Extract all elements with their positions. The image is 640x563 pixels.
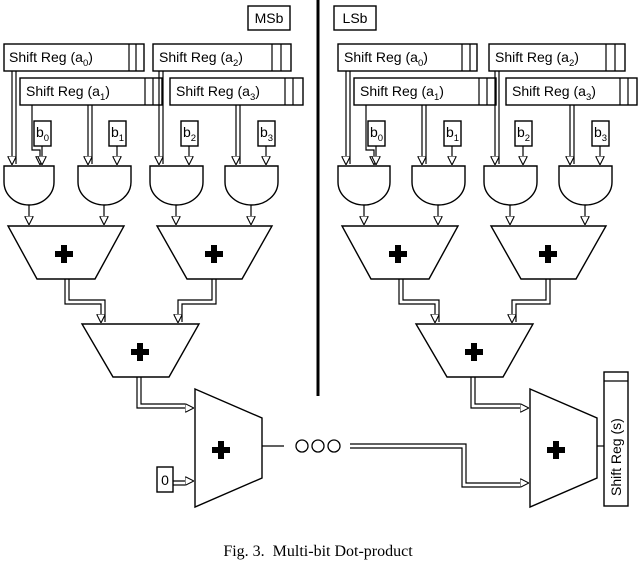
svg-text:b3: b3 [260,124,273,144]
lsb-shift-reg-a2: Shift Reg (a2) [488,43,626,72]
lsb-b2-input: b2 [514,120,533,147]
msb-and-gate-0 [3,165,55,206]
svg-text:b0: b0 [370,124,383,144]
msb-and-gate-2 [149,165,204,206]
msb-b0-input: b0 [33,120,52,147]
zero-input-box [156,466,174,493]
msb-b1-input: b1 [108,120,127,147]
svg-text:b1: b1 [446,124,459,144]
msb-shift-reg-a1: Shift Reg (a1) [19,77,163,106]
output-shift-reg-label: Shift Reg (s) [608,418,624,496]
lsb-and-gate-0 [337,165,391,206]
msb-shift-reg-a3: Shift Reg (a3) [169,77,304,106]
msb-accumulator-plus-icon [212,441,230,459]
zero-input-label: 0 [161,472,169,488]
lsb-shift-reg-a0-label: Shift Reg (a0) [344,49,428,69]
msb-input-wires [12,71,266,164]
lsb-adder-left-plus-icon [389,245,407,263]
msb-b2-input: b2 [180,120,199,147]
ellipsis-dot-1 [295,439,309,453]
lsb-to-accumulator-wires [470,377,604,447]
svg-text:b2: b2 [517,124,530,144]
lsb-shift-reg-a2-label: Shift Reg (a2) [495,49,579,69]
lsb-adder-level2-plus-icon [465,343,483,361]
lsb-shift-reg-a1-label: Shift Reg (a1) [360,83,444,103]
lsb-b1-input: b1 [443,120,462,147]
msb-shift-reg-a2-label: Shift Reg (a2) [159,49,243,69]
msb-adder-left-plus-icon [55,245,73,263]
msb-shift-reg-a0-label: Shift Reg (a0) [9,49,93,69]
output-shift-reg: Shift Reg (s) [603,371,629,507]
lsb-b0-input: b0 [367,120,386,147]
lsb-adder-right-plus-icon [539,245,557,263]
msb-adder-level2-plus-icon [131,343,149,361]
msb-shift-reg-a2: Shift Reg (a2) [152,43,292,72]
lsb-shift-reg-a1: Shift Reg (a1) [353,77,497,106]
svg-text:b1: b1 [111,124,124,144]
svg-text:b2: b2 [183,124,196,144]
lsb-tag: LSb [343,10,368,26]
lsb-b3-input: b3 [591,120,610,147]
msb-adder-tree-wires [64,279,217,322]
msb-shift-reg-a1-label: Shift Reg (a1) [26,83,110,103]
msb-adder-right-plus-icon [205,245,223,263]
lsb-tag-box [333,5,377,31]
lsb-and-gate-2 [483,165,538,206]
lsb-shift-reg-a3: Shift Reg (a3) [505,77,638,106]
msb-shift-reg-a0: Shift Reg (a0) [3,43,145,72]
msb-and-to-adder-wires [29,205,251,224]
msb-and-gate-1 [77,165,132,206]
msb-tag: MSb [255,10,284,26]
ellipsis-dot-2 [311,439,325,453]
lsb-and-to-adder-wires [364,205,585,224]
lsb-shift-reg-a3-label: Shift Reg (a3) [512,83,596,103]
lsb-accumulator-plus-icon [547,441,565,459]
lsb-and-gate-3 [558,165,613,206]
chain-wire-right [350,443,528,488]
lsb-shift-reg-a0: Shift Reg (a0) [337,43,478,72]
msb-tag-box [247,5,291,31]
msb-b3-input: b3 [257,120,276,147]
msb-and-gate-3 [224,165,279,206]
figure-caption: Fig. 3. Multi-bit Dot-product [223,543,413,560]
svg-text:b0: b0 [36,124,49,144]
lsb-and-gate-1 [411,165,466,206]
svg-text:b3: b3 [594,124,607,144]
msb-to-accumulator-wires [136,377,193,486]
lsb-input-wires [346,71,600,164]
msb-shift-reg-a3-label: Shift Reg (a3) [176,83,260,103]
lsb-adder-tree-wires [398,279,551,322]
ellipsis-dot-3 [327,439,341,453]
